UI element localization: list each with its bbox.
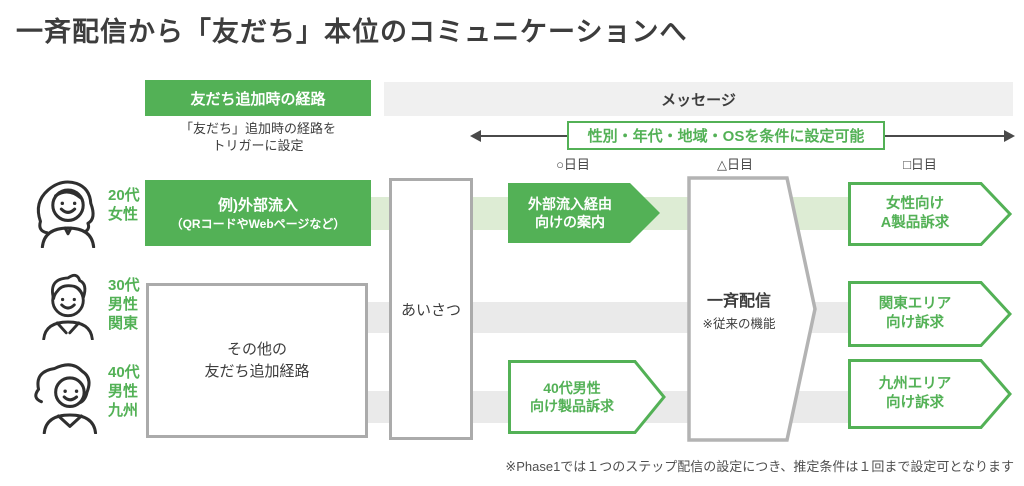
broadcast-pentagon: 一斉配信 ※従来の機能 [687,176,817,442]
step-message-40s-male-arrow: 40代男性 向け製品訴求 [508,360,666,434]
trigger-note-line1: 「友だち」追加時の経路を [179,121,336,136]
route-column-header: 友だち追加時の経路 [145,80,371,116]
persona-label-30s-male-kanto: 30代 男性 関東 [108,277,140,332]
man-40s-icon [34,363,98,434]
trigger-note-line2: トリガーに設定 [212,137,304,153]
persona-label-20s-female: 20代 女性 [108,187,140,223]
arrow-right-icon [1004,130,1015,142]
arrow-left-icon [470,130,481,142]
step-message-external-arrow: 外部流入経由 向けの案内 [508,183,660,243]
woman-20s-icon [36,180,96,248]
condition-label: 性別・年代・地域・OSを条件に設定可能 [567,121,885,150]
message-column-header: メッセージ [384,82,1013,116]
day-label-1: ○日目 [556,157,590,172]
day-label-3: □日目 [903,157,937,172]
trigger-note: 「友だち」追加時の経路を トリガーに設定 [145,121,371,155]
targeted-message-kyushu-arrow: 九州エリア 向け訴求 [848,359,1012,429]
day-label-2: △日目 [717,157,753,172]
targeted-message-female-arrow: 女性向け A製品訴求 [848,182,1012,246]
man-30s-icon [42,273,94,340]
targeted-message-kanto-arrow: 関東エリア 向け訴求 [848,281,1012,347]
persona-label-40s-male-kyushu: 40代 男性 九州 [108,364,140,419]
page-title: 一斉配信から「友だち」本位のコミュニケーションへ [16,17,688,47]
entry-route-box: 例)外部流入 （QRコードやWebページなど） [145,180,371,246]
phase1-footnote: ※Phase1では１つのステップ配信の設定につき、推定条件は１回まで設定可となり… [505,459,1014,474]
other-routes-box: その他の 友だち追加経路 [146,283,368,438]
greeting-box: あいさつ [389,178,473,440]
